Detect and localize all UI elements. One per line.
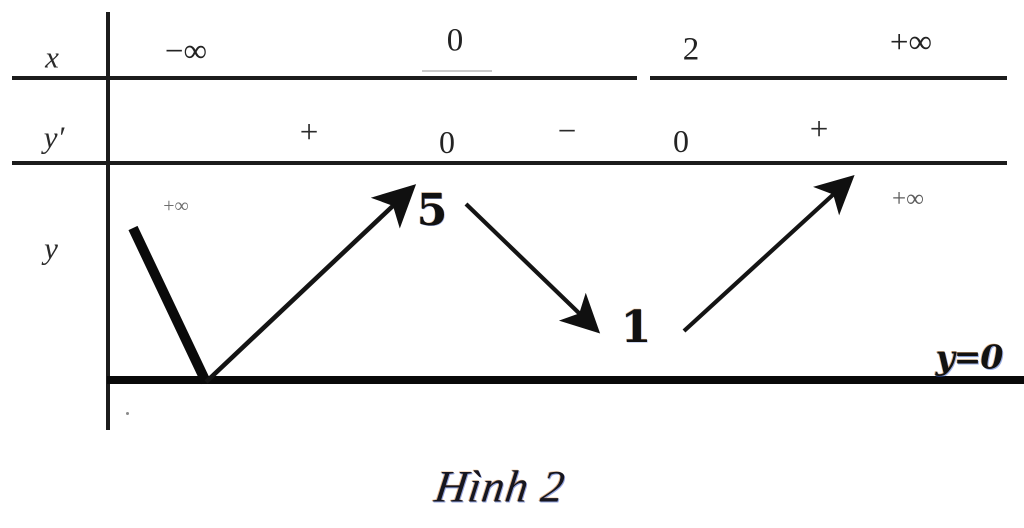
horizontal-asymptote-axis xyxy=(107,376,1024,384)
sign-minus: − xyxy=(557,113,577,150)
row-label-y: y xyxy=(44,230,58,266)
root-zero-second: 0 xyxy=(673,123,689,159)
table-rule-yprime-row-bottom xyxy=(12,161,1007,165)
arrow-increasing-to-pos-infinity xyxy=(682,174,855,333)
x-value-neg-infinity: −∞ xyxy=(164,33,208,70)
x-value-pos-infinity: +∞ xyxy=(889,24,933,61)
branch-from-neg-infinity xyxy=(128,225,211,385)
root-zero-first: 0 xyxy=(439,124,455,160)
row-label-x: x xyxy=(45,39,59,75)
local-min-value: 1 xyxy=(620,302,652,353)
x-zero-underline xyxy=(422,70,492,72)
row-label-y-prime: y′ xyxy=(43,119,65,155)
table-rule-x-row-bottom-right xyxy=(650,76,1007,80)
stray-mark xyxy=(126,412,129,415)
limit-plus-infinity-left: +∞ xyxy=(163,195,189,217)
asymptote-label-y-equals-0: y=0 xyxy=(935,337,1004,377)
arrow-decreasing-to-1 xyxy=(464,202,601,334)
x-value-two: 2 xyxy=(682,31,700,68)
table-rule-x-row-bottom-left xyxy=(12,76,637,80)
figure-caption: Hình 2 xyxy=(431,461,569,512)
sign-plus-second: + xyxy=(809,111,829,148)
arrow-increasing-to-5 xyxy=(204,184,417,384)
sign-plus-first: + xyxy=(299,114,319,151)
table-vertical-divider xyxy=(106,12,110,430)
limit-plus-infinity-right: +∞ xyxy=(892,185,924,213)
local-max-value: 5 xyxy=(416,185,448,236)
x-value-zero: 0 xyxy=(446,22,464,59)
